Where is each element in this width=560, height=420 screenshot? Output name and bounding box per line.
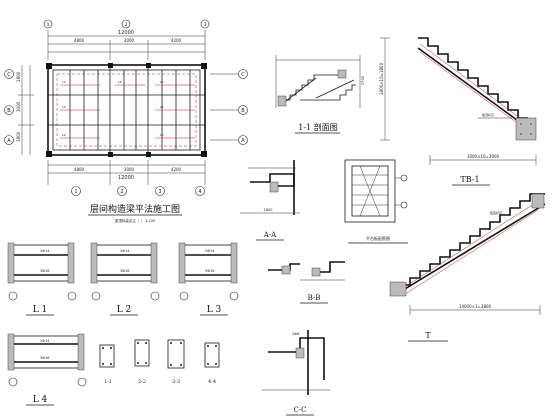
beam-l1: 2Φ14 3Φ16 L 1 [7,242,77,316]
beam-l2: 2Φ14 3Φ16 L 2 [90,242,160,316]
svg-text:2Φ14: 2Φ14 [205,249,215,253]
section-1-1: 2700 1-1 剖面图 [275,55,365,134]
svg-text:L1: L1 [160,105,164,109]
dim-left-2: 3000 [16,101,21,112]
section-cc: 2Φ8 C-C [262,330,330,416]
beam-l1-title: L 1 [33,305,48,315]
axis-top-1: 1 [47,22,50,28]
dim-left-1: 1800 [16,71,21,82]
svg-text:L3: L3 [160,133,164,137]
dim-top-3: 4200 [171,38,182,43]
svg-text:2Φ14: 2Φ14 [120,249,130,253]
dim-bottom-total: 12000 [118,175,134,181]
rebar-note: 平台板配筋图 [366,235,390,241]
dim-top-2: 3000 [124,38,135,43]
dim-top-total: 12000 [118,30,134,36]
beam-l2-title: L 2 [117,305,132,315]
plan-caption: 层间构造梁平法施工图 [90,203,180,215]
svg-text:L4: L4 [62,105,66,109]
section-aa-title: A-A [263,231,277,239]
stair-tb1: 1800×10=1800 板顶标高 3000×10=3000 TB-1 [379,37,537,186]
plan-note: 梁顶标高见注（ ） 1:100 [115,218,155,223]
svg-text:2Φ14: 2Φ14 [40,249,50,253]
axis-bottom-1: 1 [74,189,77,195]
svg-text:L1: L1 [62,80,66,84]
svg-text:1800×10=1800: 1800×10=1800 [379,62,384,95]
axis-right-b: B [241,108,245,114]
dim-left-3: 1800 [16,131,21,142]
axis-left-b: B [7,108,11,114]
dim-bottom-2: 3000 [124,167,135,172]
beam-l3-title: L 3 [207,305,222,315]
svg-text:3Φ16: 3Φ16 [40,356,49,360]
beam-floor-plan: 12000 4800 3000 4200 [4,19,248,223]
svg-text:T: T [425,331,431,340]
axis-bottom-3: 3 [158,189,161,195]
section-4-label: 4-4 [208,379,216,385]
beam-l4: 2Φ14 3Φ16 L 4 [7,333,87,406]
svg-text:L2: L2 [118,80,122,84]
axis-right-a: A [241,138,245,144]
svg-text:板顶标高: 板顶标高 [482,112,494,117]
axis-right-c: C [241,72,245,78]
svg-text:1800: 1800 [264,208,273,212]
stair-dim: 14000×1=3800 [459,304,492,309]
dim-bottom-1: 4800 [74,167,85,172]
beam-l3: 2Φ14 3Φ16 L 3 [178,242,239,316]
section-cc-title: C-C [293,406,306,414]
axis-top-2: 2 [125,22,128,28]
section-3-label: 3-3 [172,379,180,385]
section-1-1-title: 1-1 剖面图 [298,122,337,132]
axis-left-c: C [7,72,11,78]
svg-text:2Φ8: 2Φ8 [292,332,299,336]
svg-text:2Φ14: 2Φ14 [40,339,50,343]
section-bb-title: B-B [308,294,321,302]
svg-text:3Φ16: 3Φ16 [205,269,214,273]
tb1-dim: 3000×10=3000 [467,154,500,159]
svg-text:L3: L3 [160,80,164,84]
svg-text:3Φ16: 3Φ16 [120,269,129,273]
rebar-plan: 平台板配筋图 [344,159,408,244]
section-2-label: 2-2 [138,379,146,385]
svg-text:板底标高: 板底标高 [490,210,502,215]
svg-text:L2: L2 [62,133,66,137]
beam-l4-title: L 4 [33,395,48,405]
axis-bottom-2: 2 [120,189,123,195]
beam-sections: 1-1 2-2 3-3 4-4 [99,339,220,385]
svg-text:2700: 2700 [361,76,365,85]
stair-main: 14000×1=3800 板底标高 T [389,193,546,342]
axis-bottom-4: 4 [198,189,201,195]
section-1-label: 1-1 [104,379,112,385]
tb1-title: TB-1 [460,175,479,184]
dim-top-1: 4800 [74,38,85,43]
section-bb: B-B [268,261,345,304]
axis-top-3: 3 [204,22,207,28]
section-aa: 1800 A-A [240,160,300,241]
svg-text:3Φ16: 3Φ16 [40,269,49,273]
dim-bottom-3: 4200 [171,167,182,172]
axis-left-a: A [7,138,11,144]
